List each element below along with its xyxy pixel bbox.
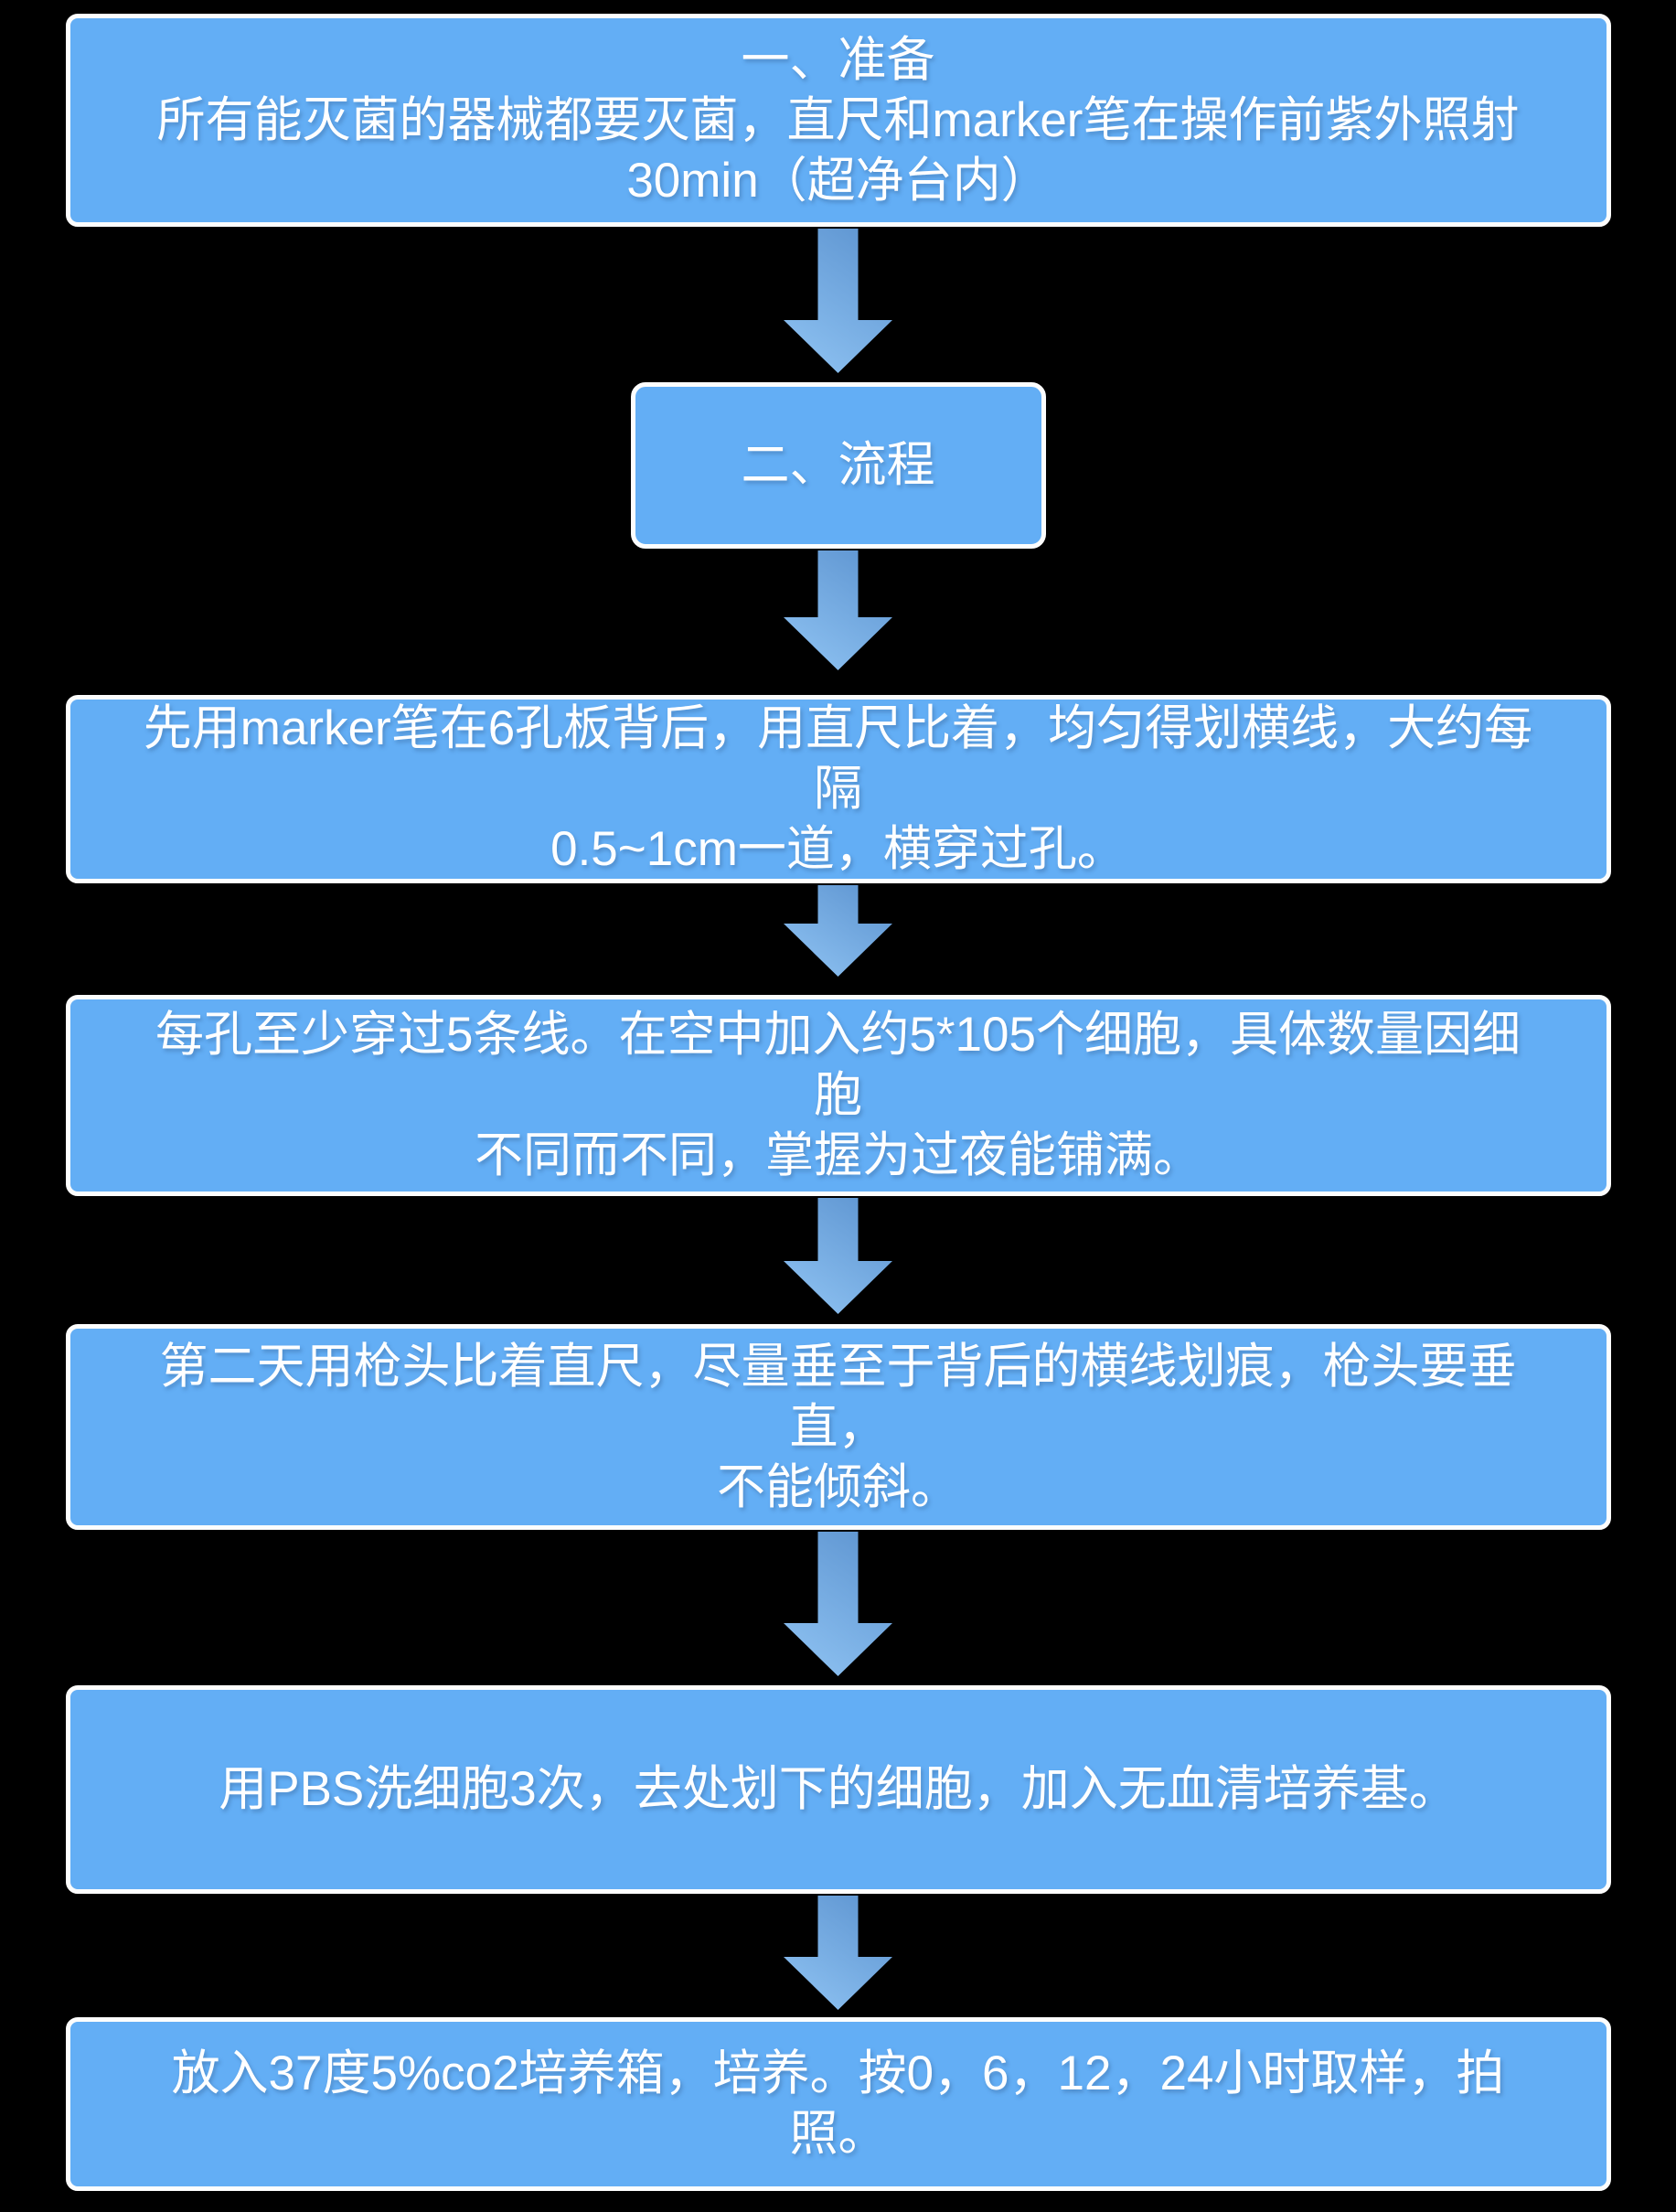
down-arrow-icon [784, 885, 892, 977]
flow-node-scratch: 第二天用枪头比着直尺，尽量垂至于背后的横线划痕，枪头要垂直， 不能倾斜。 [65, 1324, 1611, 1530]
flow-node-prepare: 一、准备 所有能灭菌的器械都要灭菌，直尺和marker笔在操作前紫外照射 30m… [65, 14, 1611, 227]
flow-node-incubate-text: 放入37度5%co2培养箱，培养。按0，6，12，24小时取样，拍照。 [171, 2046, 1505, 2161]
flow-node-seed-cells-text: 每孔至少穿过5条线。在空中加入约5*105个细胞，具体数量因细胞 不同而不同，掌… [155, 1008, 1521, 1182]
connector-2 [784, 549, 892, 695]
flow-node-seed-cells: 每孔至少穿过5条线。在空中加入约5*105个细胞，具体数量因细胞 不同而不同，掌… [65, 995, 1611, 1196]
connector-5 [784, 1530, 892, 1685]
connector-3 [784, 883, 892, 995]
flow-node-process-title: 二、流程 [630, 382, 1046, 549]
down-arrow-icon [784, 1896, 892, 2010]
flow-node-draw-lines: 先用marker笔在6孔板背后，用直尺比着，均匀得划横线，大约每隔 0.5~1c… [65, 695, 1611, 883]
flow-node-wash-pbs-text: 用PBS洗细胞3次，去处划下的细胞，加入无血清培养基。 [219, 1762, 1457, 1816]
connector-1 [784, 227, 892, 382]
down-arrow-icon [784, 550, 892, 670]
down-arrow-icon [784, 229, 892, 373]
down-arrow-icon [784, 1532, 892, 1676]
flow-node-wash-pbs: 用PBS洗细胞3次，去处划下的细胞，加入无血清培养基。 [65, 1685, 1611, 1894]
flow-node-process-title-text: 二、流程 [741, 438, 935, 492]
connector-4 [784, 1196, 892, 1324]
connector-6 [784, 1894, 892, 2017]
flow-node-draw-lines-text: 先用marker笔在6孔板背后，用直尺比着，均匀得划横线，大约每隔 0.5~1c… [143, 701, 1533, 876]
flow-node-incubate: 放入37度5%co2培养箱，培养。按0，6，12，24小时取样，拍照。 [65, 2017, 1611, 2191]
flow-node-prepare-text: 一、准备 所有能灭菌的器械都要灭菌，直尺和marker笔在操作前紫外照射 30m… [156, 32, 1520, 208]
flow-node-scratch-text: 第二天用枪头比着直尺，尽量垂至于背后的横线划痕，枪头要垂直， 不能倾斜。 [159, 1339, 1517, 1514]
down-arrow-icon [784, 1198, 892, 1314]
